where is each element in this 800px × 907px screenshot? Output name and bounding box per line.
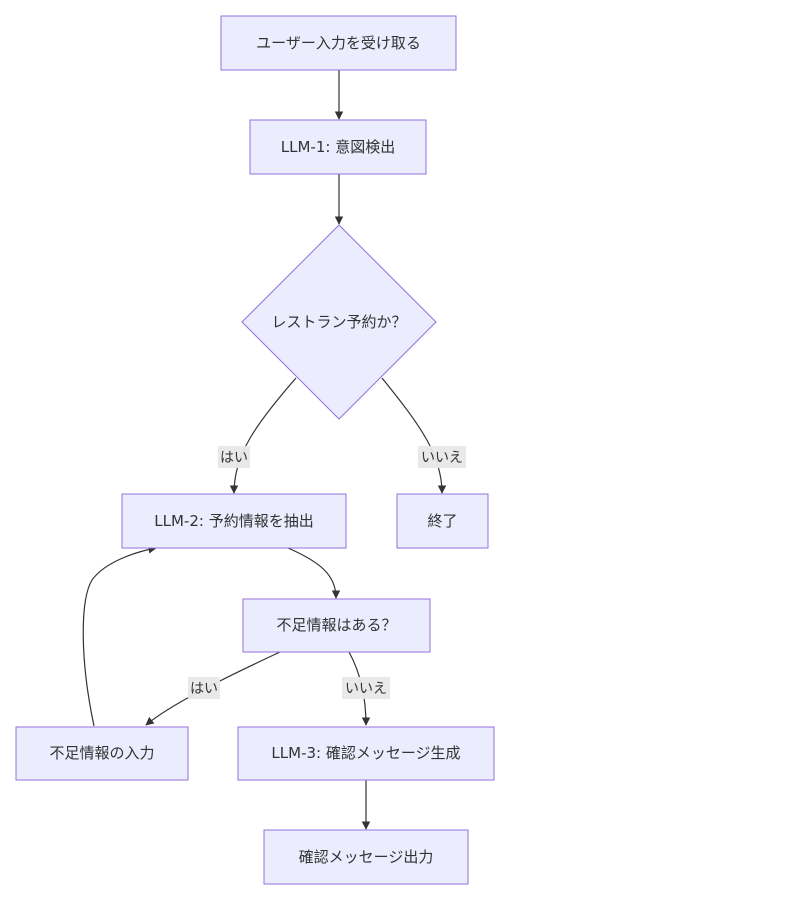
svg-text:終了: 終了 (427, 512, 457, 530)
edge-input-to-llm2 (82, 545, 157, 727)
edge-decision-yes-to-llm2 (229, 377, 297, 494)
node-llm3: LLM-3: 確認メッセージ生成 (237, 726, 495, 781)
svg-text:はい: はい (190, 681, 218, 697)
edge-llm2-to-missing (287, 547, 341, 599)
node-llm1: LLM-1: 意図検出 (249, 119, 427, 175)
node-decision-reservation: レストラン予約か？ (241, 224, 437, 420)
node-llm2: LLM-2: 予約情報を抽出 (121, 493, 347, 549)
node-input-missing: 不足情報の入力 (15, 726, 189, 781)
edge-label-missing-no: いいえ (342, 677, 390, 699)
svg-text:確認メッセージ出力: 確認メッセージ出力 (299, 848, 434, 866)
svg-text:LLM-3: 確認メッセージ生成: LLM-3: 確認メッセージ生成 (271, 744, 460, 762)
svg-text:不足情報はある？: 不足情報はある？ (276, 616, 396, 634)
svg-text:いいえ: いいえ (421, 450, 463, 466)
svg-text:LLM-2: 予約情報を抽出: LLM-2: 予約情報を抽出 (154, 512, 313, 530)
edge-label-missing-yes: はい (188, 677, 220, 699)
edge-label-reservation-yes: はい (218, 446, 250, 468)
svg-text:レストラン予約か？: レストラン予約か？ (271, 313, 406, 331)
svg-text:いいえ: いいえ (345, 681, 387, 697)
svg-text:はい: はい (220, 450, 248, 466)
node-start: ユーザー入力を受け取る (220, 15, 457, 71)
edge-label-reservation-no: いいえ (418, 446, 466, 468)
node-decision-missing: 不足情報はある？ (242, 598, 431, 653)
node-output: 確認メッセージ出力 (263, 829, 469, 885)
svg-text:LLM-1: 意図検出: LLM-1: 意図検出 (281, 138, 395, 156)
edge-decision-no-to-end (381, 377, 447, 494)
svg-text:不足情報の入力: 不足情報の入力 (49, 744, 154, 762)
svg-text:ユーザー入力を受け取る: ユーザー入力を受け取る (256, 34, 421, 52)
node-end: 終了 (396, 493, 489, 549)
